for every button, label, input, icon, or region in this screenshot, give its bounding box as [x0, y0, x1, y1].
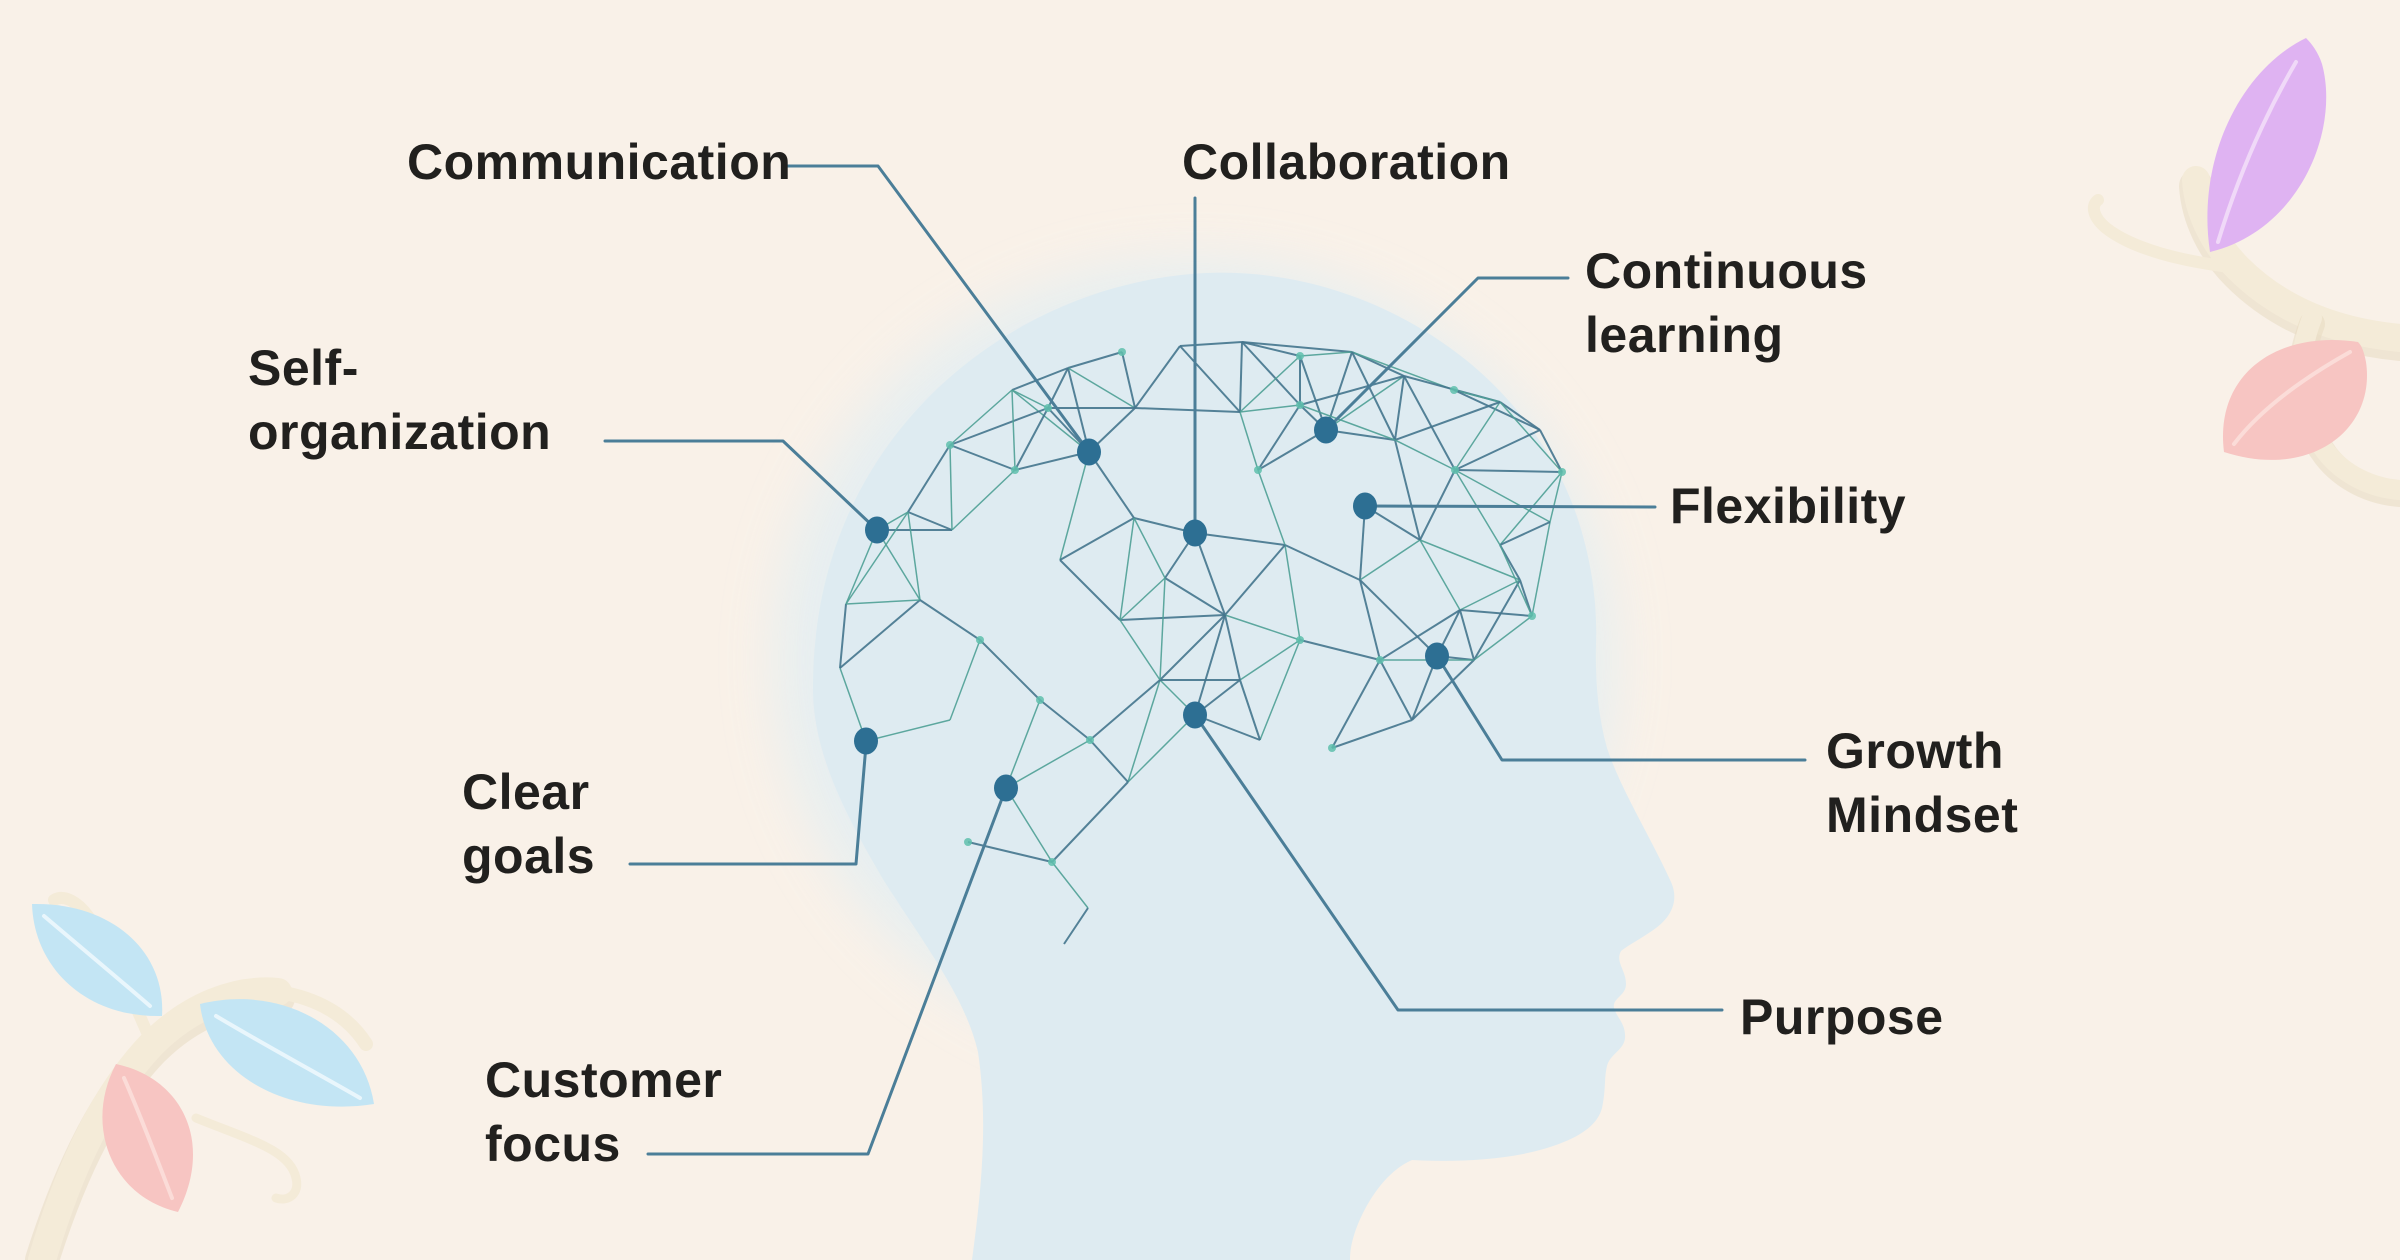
pink-leaf-rib-icon — [122, 1076, 174, 1200]
label-self-organization: Self- organization — [248, 340, 552, 460]
leader-self-organization — [603, 439, 879, 532]
node-communication — [1077, 438, 1101, 466]
label-continuous-learning: Continuous learning — [1585, 243, 1868, 363]
leader-growth-mindset — [1435, 654, 1807, 762]
label-clear-goals: Clear goals — [462, 764, 596, 884]
label-growth-mindset: Growth Mindset — [1826, 723, 2019, 843]
leader-lines — [603, 164, 1807, 1156]
label-customer-focus: Customer focus — [485, 1052, 723, 1172]
label-collaboration: Collaboration — [1182, 134, 1511, 190]
blue-leaf-rib-icon — [42, 914, 152, 1008]
branch-stem-icon — [2182, 166, 2400, 352]
node-self-organization — [865, 516, 889, 544]
leader-purpose — [1193, 713, 1724, 1012]
branch-stem-icon — [28, 977, 292, 1260]
pink-leaf-rib-icon — [2232, 350, 2352, 446]
concept-nodes — [854, 416, 1449, 802]
label-purpose: Purpose — [1740, 989, 1944, 1045]
node-growth-mindset — [1425, 642, 1449, 670]
label-communication: Communication — [407, 134, 792, 190]
node-customer-focus — [994, 774, 1018, 802]
leader-clear-goals — [628, 743, 868, 866]
node-continuous-learning — [1314, 416, 1338, 444]
brain-network-vertex-dots — [946, 348, 1566, 866]
blue-leaf-rib-icon — [214, 1014, 362, 1100]
node-flexibility — [1353, 492, 1377, 520]
leader-customer-focus — [646, 786, 1008, 1156]
purple-leaf-rib-icon — [2216, 60, 2298, 244]
head-silhouette — [812, 272, 1675, 1260]
decoration-branch-top-right — [2087, 38, 2400, 507]
decoration-branch-bottom-left — [25, 892, 374, 1260]
label-flexibility: Flexibility — [1670, 478, 1907, 534]
branch-tendril-icon — [2087, 194, 2244, 274]
leader-flexibility — [1363, 504, 1657, 509]
branch-tendril-icon — [191, 1113, 302, 1204]
leader-continuous-learning — [1324, 276, 1570, 432]
node-purpose — [1183, 701, 1207, 729]
branch-tendril-icon — [271, 985, 373, 1051]
leader-communication — [783, 164, 1091, 454]
purple-leaf-icon — [2207, 38, 2327, 252]
node-collaboration — [1183, 519, 1207, 547]
pink-leaf-icon — [2222, 339, 2368, 460]
node-clear-goals — [854, 727, 878, 755]
